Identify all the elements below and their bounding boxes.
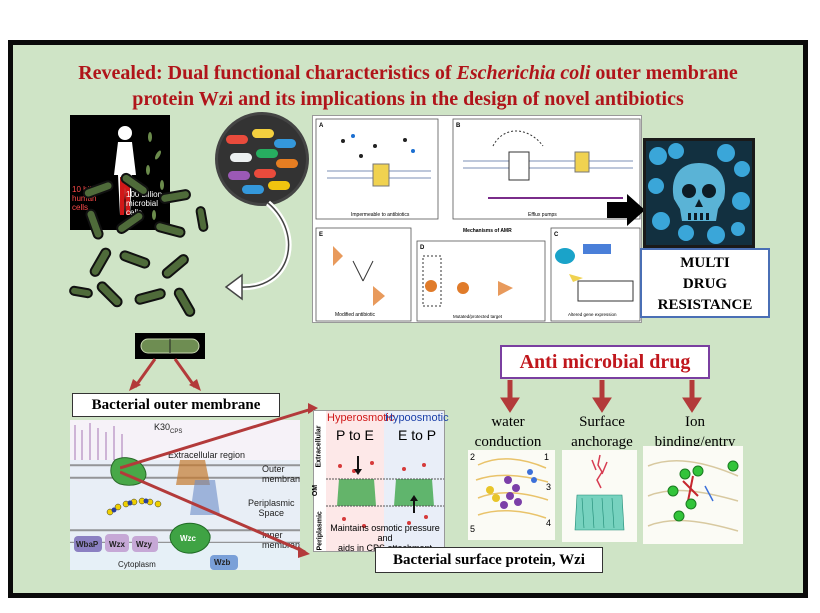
extracellular-side-label: Extracellular [315,425,323,468]
helix-number-4: 4 [546,518,551,528]
curved-arrow-icon [224,200,292,301]
dividing-bacterium [135,333,205,359]
membrane-schematic-svg [70,420,300,570]
svg-text:A: A [319,123,324,129]
svg-text:Efflux pumps: Efflux pumps [528,212,557,218]
osmotic-panel: Hyperosmotic Hypoosmotic P to E E to P E… [312,410,449,553]
poster-title: Revealed: Dual functional characteristic… [13,60,803,112]
p-to-e-label: P to E [336,427,374,443]
mdr-label-box: MULTI DRUG RESISTANCE [640,248,770,318]
water-conduction-structure: 2 1 3 5 4 [468,450,555,540]
human-cells-panel: 10 billion human cells 100 billion micro… [70,115,170,230]
protein-wzy: Wzy [136,540,152,549]
svg-text:Altered gene expression: Altered gene expression [568,312,617,317]
water-conduction-label: water conduction [474,414,542,450]
ion-binding-icon [647,460,739,532]
connector-lines [120,403,318,558]
split-arrows [129,358,201,391]
title-italic: Escherichia coli [456,62,591,84]
outer-membrane-label: Bacterial outer membrane [72,393,280,417]
anti-microbial-drug-box: Anti microbial drug [500,345,710,379]
ion-binding-structure [643,446,743,544]
protein-wzb: Wzb [214,558,231,567]
title-line2: protein Wzi and its implications in the … [132,88,684,110]
skull-bacteria-icon [648,143,750,244]
svg-text:Mechanisms of AMR: Mechanisms of AMR [463,228,512,234]
inner-membrane-text: Innermembrane [262,530,300,550]
mdr-arrow-icon [607,194,645,226]
periplasmic-side-label: Periplasmic [316,511,324,551]
mdr-line1: MULTI [680,255,730,271]
helix-number-5: 5 [470,524,475,534]
svg-text:E: E [319,232,323,238]
protein-surface-icon [574,454,625,531]
e-to-p-label: E to P [398,427,437,443]
protein-wzx: Wzx [109,540,125,549]
hyperosmotic-label: Hyperosmotic [327,412,395,424]
amr-diagram-svg: A Impermeable to antibiotics B Efflux pu… [315,118,641,322]
pills-image [215,112,309,206]
svg-text:C: C [554,232,559,238]
helix-number-1: 1 [544,452,549,462]
svg-text:Mutated/protected target: Mutated/protected target [453,314,503,319]
surface-anchorage-structure [562,450,637,542]
svg-text:Modified antibiotic: Modified antibiotic [335,312,376,318]
extracellular-region-label: Extracellular region [168,450,246,460]
surface-anchorage-label: Surface anchorage [571,414,633,450]
k30-label: K30CPS [154,422,183,435]
mdr-line2: DRUG [682,276,728,292]
hypoosmotic-label: Hypoosmotic [385,412,449,424]
amr-mechanisms-diagram: A Impermeable to antibiotics B Efflux pu… [312,115,642,323]
helix-number-2: 2 [470,452,475,462]
svg-text:D: D [420,245,425,251]
title-part1: Revealed: Dual functional characteristic… [78,62,457,84]
title-part2: outer membrane [590,62,738,84]
cytoplasm-text: Cytoplasm [118,560,156,569]
mdr-line3: RESISTANCE [657,297,753,313]
mdr-skull-image [643,138,755,248]
surface-protein-label: Bacterial surface protein, Wzi [375,547,603,573]
om-side-label: OM [312,484,320,497]
drug-arrows [500,380,702,413]
svg-text:B: B [456,123,461,129]
human-figure-icon [114,126,164,220]
protein-barrel-icon: 2 1 3 5 4 [470,452,551,534]
bacterium-icon [140,338,200,354]
outer-membrane-text: Outermembrane [262,464,300,484]
osmotic-svg [326,411,444,551]
protein-wbap: WbaP [76,540,99,549]
bacteria-cluster-icon [69,172,209,317]
pills-icon [226,129,298,194]
helix-number-3: 3 [546,482,551,492]
protein-wzc: Wzc [180,534,196,543]
svg-text:Impermeable to antibiotics: Impermeable to antibiotics [351,212,410,218]
